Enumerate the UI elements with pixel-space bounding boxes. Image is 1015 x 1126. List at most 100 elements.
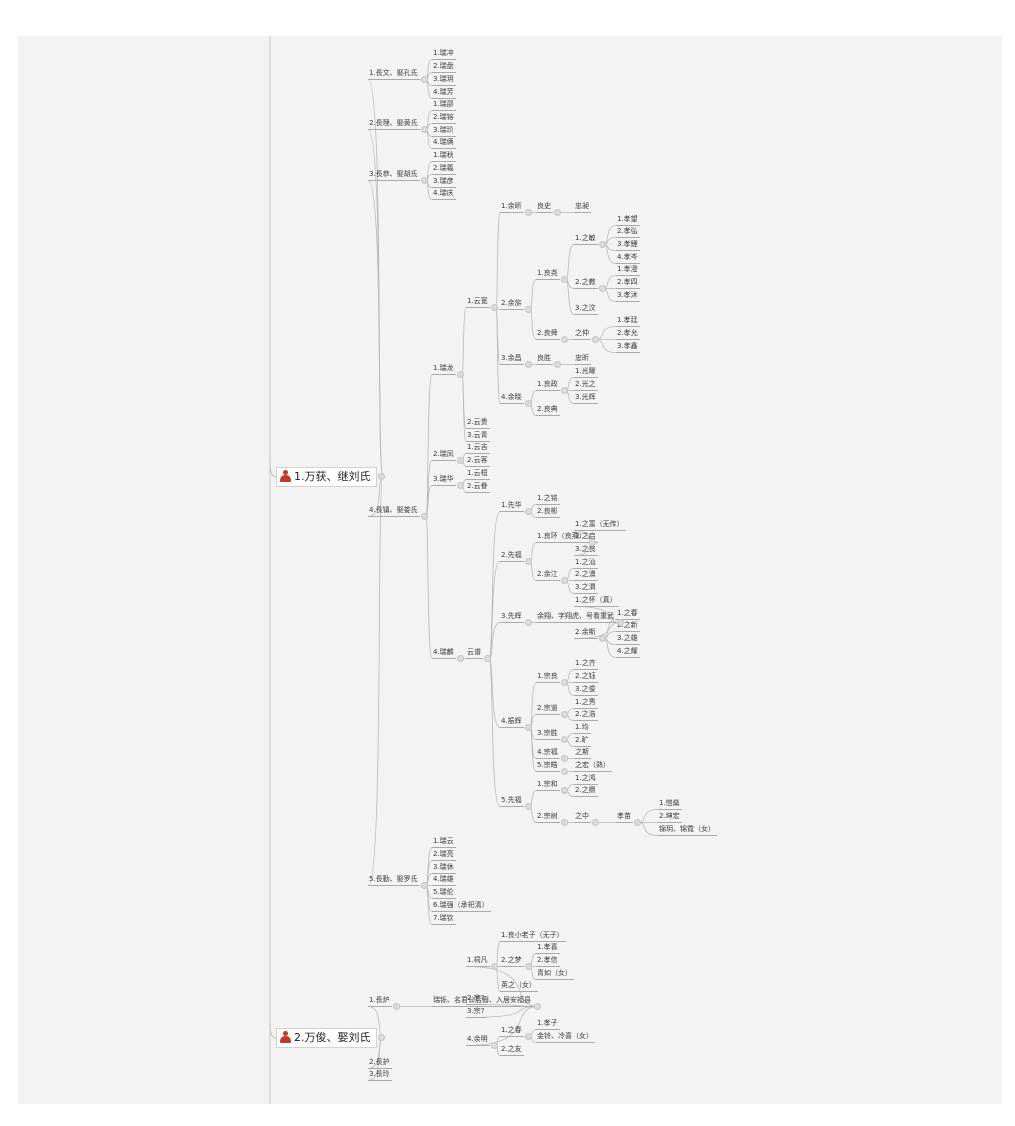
collapse-toggle-icon[interactable] (457, 370, 464, 378)
collapse-toggle-icon[interactable] (561, 767, 568, 775)
mind-map-node[interactable]: 1.孝子 (536, 1019, 560, 1030)
mind-map-node[interactable]: 2.瑞盘 (432, 62, 456, 73)
collapse-toggle-icon[interactable] (534, 1002, 541, 1010)
mind-map-node[interactable]: 5.宗皓 (536, 761, 560, 772)
collapse-toggle-icon[interactable] (457, 654, 464, 662)
mind-map-node[interactable]: 1.先华 (500, 501, 524, 512)
mind-map-node[interactable]: 2.之湧 (574, 570, 598, 581)
mind-map-node[interactable]: 3.瑞华 (432, 475, 456, 486)
collapse-toggle-icon[interactable] (561, 786, 568, 794)
mind-map-node[interactable]: 2.余斯 (574, 628, 598, 639)
mind-map-node[interactable]: 1.之汕 (574, 558, 598, 569)
collapse-toggle-icon[interactable] (421, 125, 428, 133)
mind-map-node[interactable]: 2.瑞凤 (432, 450, 456, 461)
mind-map-node[interactable]: 2.瑞镕 (432, 113, 456, 124)
collapse-toggle-icon[interactable] (421, 176, 428, 184)
mind-map-node[interactable]: 1.余昕 (500, 202, 524, 213)
mind-map-node[interactable]: 1.瑞龙 (432, 364, 456, 375)
collapse-toggle-icon[interactable] (554, 208, 561, 216)
collapse-toggle-icon[interactable] (525, 962, 532, 970)
mind-map-node[interactable]: 2.坤宏 (658, 812, 682, 823)
mind-map-node[interactable]: 3.長恭、娶胡氏 (368, 170, 420, 181)
mind-map-node[interactable]: 2.瑞羲 (432, 164, 456, 175)
collapse-toggle-icon[interactable] (599, 240, 606, 248)
mind-map-node[interactable]: 1.之鸿 (574, 774, 598, 785)
mind-map-node[interactable]: 1.孝廷 (616, 316, 640, 327)
mind-map-node[interactable]: 孝苗 (616, 812, 633, 823)
mind-map-node[interactable]: 5.先福 (500, 796, 524, 807)
mind-map-node[interactable]: 1.之春 (616, 609, 640, 620)
collapse-toggle-icon[interactable] (484, 654, 491, 662)
collapse-toggle-icon[interactable] (634, 818, 641, 826)
mind-map-node[interactable]: 4.瑞芳 (432, 88, 456, 99)
mind-map-node[interactable]: 4.孝岑 (616, 253, 640, 264)
mind-map-node[interactable]: 之宏（熟） (574, 761, 612, 772)
collapse-toggle-icon[interactable] (378, 1034, 385, 1041)
mind-map-node[interactable]: 2.光之 (574, 380, 598, 391)
mind-map-node[interactable]: 3.余昌 (500, 354, 524, 365)
mind-map-node[interactable]: 1.祠凡 (466, 956, 490, 967)
mind-map-node[interactable]: 2.孝信 (536, 956, 560, 967)
mind-map-node[interactable]: 4.振辉 (500, 717, 524, 728)
mind-map-node[interactable]: 之中 (574, 812, 591, 823)
mind-map-node[interactable]: 2.長理、娶黄氏 (368, 119, 420, 130)
mind-map-node[interactable]: 2.之教 (574, 278, 598, 289)
mind-map-node[interactable]: 2.云贵 (466, 418, 490, 429)
collapse-toggle-icon[interactable] (589, 538, 596, 546)
mind-map-node[interactable]: 余翔、字翔虎、号看重武 (536, 612, 616, 623)
mind-map-node[interactable]: 4.余明 (466, 1035, 490, 1046)
mind-map-node[interactable]: 1.瑞冲 (432, 49, 456, 60)
mind-map-node[interactable]: 1.云宽 (466, 297, 490, 308)
mind-map-node[interactable]: 1.宗良 (536, 672, 560, 683)
collapse-toggle-icon[interactable] (421, 75, 428, 83)
collapse-toggle-icon[interactable] (421, 881, 428, 889)
mind-map-node[interactable]: 3.長玲 (368, 1070, 392, 1081)
collapse-toggle-icon[interactable] (525, 1032, 532, 1040)
collapse-toggle-icon[interactable] (525, 723, 532, 731)
mind-map-node[interactable]: 1.良小老子（无子） (500, 931, 566, 942)
mind-map-node[interactable]: 3.光辉 (574, 393, 598, 404)
collapse-toggle-icon[interactable] (561, 735, 568, 743)
collapse-toggle-icon[interactable] (457, 456, 464, 464)
mind-map-node[interactable]: 4.長镇、娶娄氏 (368, 506, 420, 517)
mind-map-node[interactable]: 1.均 (574, 723, 591, 734)
mind-map-node[interactable]: 1.長炉 (368, 996, 392, 1007)
collapse-toggle-icon[interactable] (525, 618, 532, 626)
collapse-toggle-icon[interactable] (599, 284, 606, 292)
mind-map-node[interactable]: 1.云桓 (466, 469, 490, 480)
mind-map-node[interactable]: 2.先福 (500, 551, 524, 562)
mind-map-node[interactable]: 3.孝沐 (616, 291, 640, 302)
mind-map-node[interactable]: 7.瑞钦 (432, 914, 456, 925)
mind-map-node[interactable]: 4.余晓 (500, 393, 524, 404)
mind-map-node[interactable]: 1.云吉 (466, 443, 490, 454)
mind-map-node[interactable]: 5.瑞伦 (432, 888, 456, 899)
mind-map-node[interactable]: 1.瑞云 (432, 837, 456, 848)
collapse-toggle-icon[interactable] (561, 678, 568, 686)
mind-map-node[interactable]: 3.瑞玠 (432, 126, 456, 137)
mind-map-node[interactable]: 金铃、冷喜（女） (536, 1032, 595, 1043)
collapse-toggle-icon[interactable] (617, 618, 624, 626)
collapse-toggle-icon[interactable] (561, 275, 568, 283)
mind-map-node[interactable]: 1.之富（无传） (574, 520, 626, 531)
collapse-toggle-icon[interactable] (525, 360, 532, 368)
collapse-toggle-icon[interactable] (525, 305, 532, 313)
mind-map-node[interactable]: 4.瑞俩 (432, 138, 456, 149)
mind-map-node[interactable]: 2.宗树 (536, 812, 560, 823)
mind-map-node[interactable]: 2.宗道 (536, 704, 560, 715)
mind-map-node[interactable]: 3.宗胜 (536, 729, 560, 740)
collapse-toggle-icon[interactable] (421, 512, 428, 520)
mind-map-node[interactable]: 2.之友 (500, 1045, 524, 1056)
mind-map-node[interactable]: 2.余江 (536, 570, 560, 581)
mind-map-node[interactable]: 1.之秀 (574, 698, 598, 709)
mind-map-node[interactable]: 2.孝允 (616, 329, 640, 340)
mind-map-node[interactable]: 1.孝澄 (616, 265, 640, 276)
mind-map-node[interactable]: 云谱 (466, 648, 483, 659)
root-node[interactable]: 1.万获、继刘氏 (276, 467, 377, 487)
collapse-toggle-icon[interactable] (554, 360, 561, 368)
mind-map-node[interactable]: 1.光曜 (574, 367, 598, 378)
collapse-toggle-icon[interactable] (561, 754, 568, 762)
mind-map-node[interactable]: 3.孝鲤 (616, 240, 640, 251)
collapse-toggle-icon[interactable] (525, 399, 532, 407)
collapse-toggle-icon[interactable] (561, 576, 568, 584)
collapse-toggle-icon[interactable] (561, 710, 568, 718)
